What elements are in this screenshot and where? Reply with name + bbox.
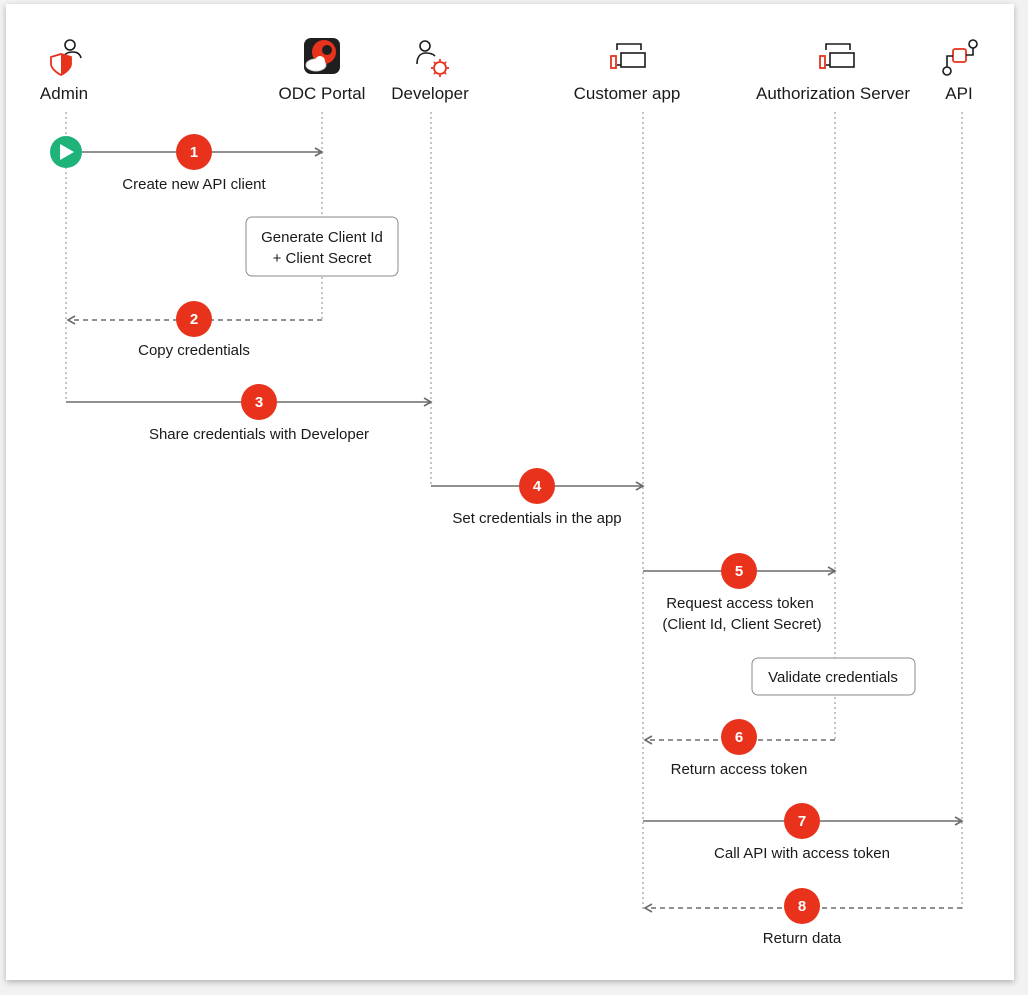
svg-text:6: 6	[735, 729, 743, 746]
odc-portal-logo	[304, 38, 340, 74]
svg-text:Validate credentials: Validate credentials	[768, 669, 898, 686]
step-label-6: Return access token	[671, 761, 808, 778]
actor-label-admin: Admin	[40, 84, 88, 103]
note-validate-credentials: Validate credentials	[751, 657, 916, 696]
step-badge-4: 4	[519, 468, 555, 504]
svg-text:5: 5	[735, 563, 743, 580]
actor-label-portal: ODC Portal	[279, 84, 366, 103]
step-label-1: Create new API client	[122, 176, 266, 193]
start-play-icon	[50, 136, 82, 168]
step-badge-2: 2	[176, 301, 212, 337]
svg-text:2: 2	[190, 311, 198, 328]
svg-text:4: 4	[533, 478, 542, 495]
step-label-5-detail: (Client Id, Client Secret)	[662, 616, 821, 633]
actor-label-developer: Developer	[391, 84, 469, 103]
svg-text:1: 1	[190, 144, 198, 161]
sequence-diagram-card: Admin ODC Portal Developer Customer app …	[6, 4, 1014, 980]
step-badge-1: 1	[176, 134, 212, 170]
step-label-7: Call API with access token	[714, 845, 890, 862]
app-window-icon	[610, 43, 646, 69]
step-label-2: Copy credentials	[138, 342, 250, 359]
server-window-icon	[819, 43, 855, 69]
note-generate-credentials: Generate Client Id + Client Secret	[245, 216, 399, 277]
step-label-3: Share credentials with Developer	[149, 426, 369, 443]
step-badge-7: 7	[784, 803, 820, 839]
actor-label-auth-server: Authorization Server	[756, 84, 910, 103]
svg-text:7: 7	[798, 813, 806, 830]
step-badge-8: 8	[784, 888, 820, 924]
api-nodes-icon	[942, 39, 978, 76]
svg-text:8: 8	[798, 898, 806, 915]
sequence-diagram: Admin ODC Portal Developer Customer app …	[40, 38, 978, 947]
admin-shield-icon	[50, 39, 82, 77]
step-label-5: Request access token	[666, 595, 814, 612]
step-badge-5: 5	[721, 553, 757, 589]
lifelines	[65, 112, 963, 910]
actor-label-api: API	[945, 84, 972, 103]
step-badge-6: 6	[721, 719, 757, 755]
step-badge-3: 3	[241, 384, 277, 420]
step-label-8: Return data	[763, 930, 842, 947]
svg-text:+ Client Secret: + Client Secret	[273, 250, 373, 267]
actor-label-customer-app: Customer app	[574, 84, 681, 103]
step-label-4: Set credentials in the app	[452, 510, 621, 527]
svg-text:3: 3	[255, 394, 263, 411]
developer-gear-icon	[416, 40, 449, 77]
svg-text:Generate Client Id: Generate Client Id	[261, 229, 383, 246]
